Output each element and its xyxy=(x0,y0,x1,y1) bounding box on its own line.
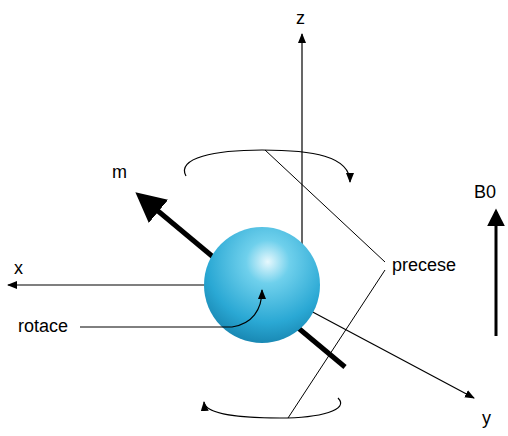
rotation-arrow xyxy=(232,290,262,327)
motion-label: rotace xyxy=(18,316,68,337)
field-label: B0 xyxy=(474,182,496,203)
z-axis xyxy=(301,34,302,250)
precession-arc-top xyxy=(184,150,350,182)
vector-label: m xyxy=(112,162,127,183)
leader-line xyxy=(80,327,232,328)
spinning-sphere xyxy=(204,227,320,343)
axis-label: z xyxy=(296,8,305,29)
motion-label: precese xyxy=(392,255,456,276)
field-arrow xyxy=(495,212,498,336)
axis-label: x xyxy=(14,258,23,279)
bracket-line xyxy=(265,150,385,262)
bracket-line xyxy=(288,270,385,418)
axis-label: y xyxy=(482,408,491,429)
precession-arc-bottom xyxy=(204,398,341,418)
moment-vector xyxy=(140,196,345,367)
